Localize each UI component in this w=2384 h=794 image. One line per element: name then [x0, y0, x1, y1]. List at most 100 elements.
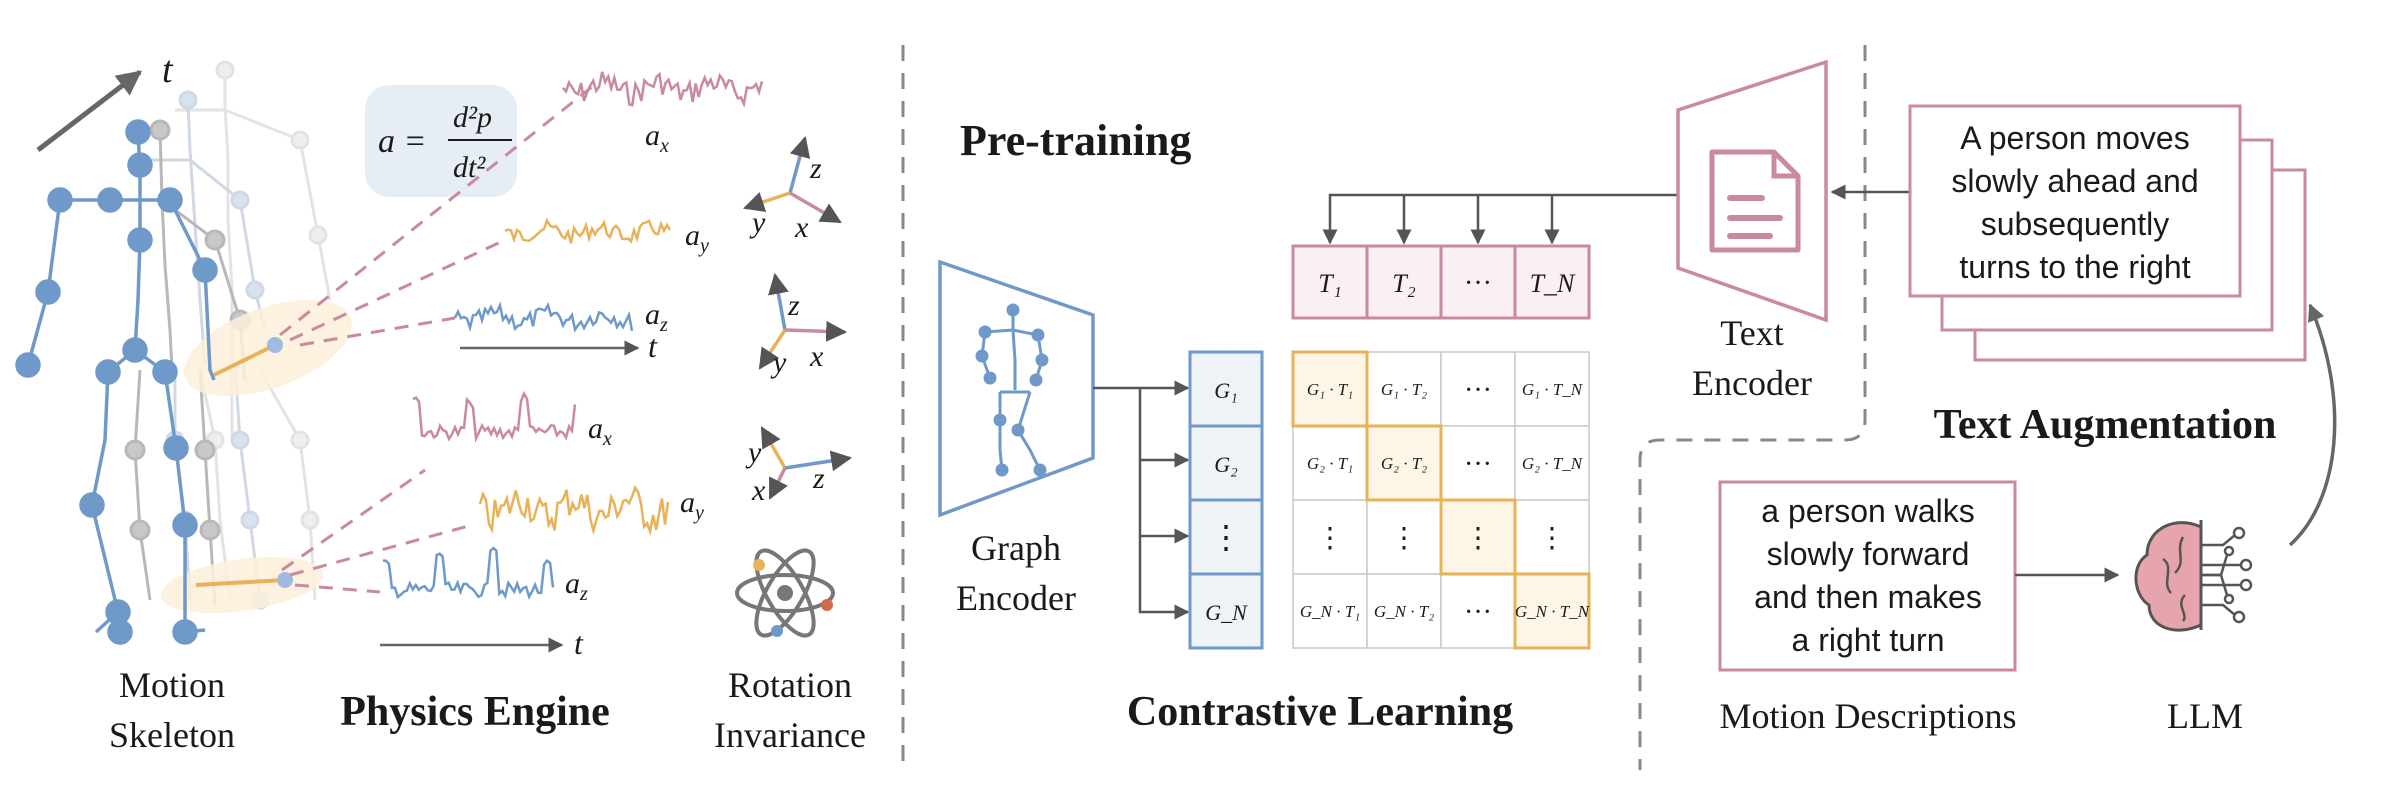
text-encoder-label-line2: Encoder — [1692, 363, 1812, 403]
description-line2: slowly forward — [1767, 536, 1970, 572]
graph-token-column: G₁ G₂ ⋮ G_N — [1188, 350, 1264, 650]
augmented-text-line2: slowly ahead and — [1951, 163, 2198, 199]
augmented-text-line1: A person moves — [1960, 120, 2189, 156]
document-icon — [1709, 149, 1801, 253]
llm-to-augmented-arrow — [2288, 303, 2337, 547]
graph-encoder-label-line1: Graph — [971, 528, 1061, 568]
augmented-text-line4: turns to the right — [1959, 249, 2190, 285]
svg-text:z: z — [787, 289, 800, 322]
matrix-cell-label: ⋮ — [1316, 523, 1344, 554]
text-augmentation-title: Text Augmentation — [1934, 402, 2277, 448]
pretraining-title: Pre-training — [960, 116, 1191, 165]
matrix-cell-label: G_N · T₂ — [1374, 602, 1434, 621]
matrix-cell-label: ··· — [1464, 449, 1492, 480]
graph-token-ellipsis: ⋮ — [1210, 519, 1242, 555]
matrix-cell-label: G₁ · T₁ — [1307, 380, 1353, 399]
matrix-cell-label: ⋮ — [1464, 523, 1492, 554]
matrix-cell — [1366, 573, 1442, 649]
llm-brain-icon — [2134, 520, 2253, 632]
lower-sensor-segment — [195, 578, 286, 587]
motion-skeleton-panel: t — [15, 49, 352, 755]
text-token-ellipsis: ··· — [1464, 268, 1492, 299]
motion-description-box — [1718, 480, 2017, 672]
lower-az-label: az — [565, 567, 588, 605]
signal-waveforms — [382, 71, 764, 600]
axis-frame-2: z y x — [758, 272, 848, 379]
matrix-cell — [1292, 499, 1368, 575]
text-token-2: T₂ — [1392, 269, 1416, 298]
upper-sensor-segment — [213, 343, 276, 377]
rotation-label-line1: Rotation — [728, 665, 852, 705]
svg-text:z: z — [809, 152, 822, 185]
upper-ax-label: ax — [645, 119, 669, 157]
matrix-cell-label: G₂ · T_N — [1522, 454, 1584, 473]
physics-engine-title: Physics Engine — [340, 689, 610, 735]
lower-ax-label: ax — [588, 412, 612, 450]
upper-projection-lines — [279, 80, 599, 347]
skeleton-label-line2: Skeleton — [109, 715, 235, 755]
matrix-cell-label: G₁ · T_N — [1522, 380, 1584, 399]
matrix-cell — [1440, 573, 1516, 649]
ghost-skeleton-far — [175, 60, 332, 601]
text-augmentation-panel: A person moves slowly ahead and subseque… — [1718, 104, 2337, 736]
matrix-diagonal-highlight — [1513, 572, 1591, 650]
graph-token-1: G₁ — [1214, 378, 1238, 403]
lower-time-label: t — [574, 625, 584, 661]
text-encoder-block — [1676, 59, 1828, 323]
rotation-label-line2: Invariance — [714, 715, 866, 755]
matrix-cell — [1514, 425, 1590, 501]
upper-az-wave — [453, 301, 634, 333]
formula-lhs: a = — [378, 123, 426, 160]
axis-frame-1: z y x — [743, 135, 842, 244]
lower-ay-label: ay — [680, 486, 704, 524]
text-token-1: T₁ — [1318, 269, 1342, 298]
matrix-cell-label: G₁ · T₂ — [1381, 380, 1427, 399]
svg-text:z: z — [812, 462, 825, 495]
svg-text:x: x — [751, 474, 766, 507]
upper-az-label: az — [645, 298, 668, 336]
upper-time-label: t — [648, 328, 658, 364]
matrix-diagonal-highlight — [1365, 424, 1443, 502]
description-line1: a person walks — [1761, 493, 1974, 529]
graph-encoder-label-line2: Encoder — [956, 578, 1076, 618]
svg-text:x: x — [794, 211, 809, 244]
time-arrow — [36, 70, 142, 152]
svg-text:y: y — [770, 346, 787, 379]
text-token-n: T_N — [1530, 269, 1576, 298]
graph-token-n: G_N — [1205, 600, 1248, 625]
lower-sensor-highlight — [160, 556, 324, 614]
matrix-cell-label: ··· — [1464, 375, 1492, 406]
upper-ay-wave — [504, 217, 672, 244]
formula-denominator: dt² — [453, 151, 486, 184]
lower-signal-labels: ax ay az — [565, 412, 704, 605]
matrix-cell — [1514, 573, 1590, 649]
upper-ax-wave — [562, 71, 764, 109]
matrix-cell-label: ⋮ — [1390, 523, 1418, 554]
pretraining-panel: Pre-training Graph Encoder — [938, 59, 1828, 735]
matrix-cell-label: ⋮ — [1538, 523, 1566, 554]
graph-to-token-arrows — [1093, 380, 1190, 620]
matrix-cell — [1292, 573, 1368, 649]
section-divider-2 — [1638, 45, 1867, 770]
matrix-cell — [1440, 351, 1516, 427]
matrix-cell-label: G_N · T₁ — [1300, 602, 1360, 621]
svg-text:x: x — [809, 340, 824, 373]
svg-text:y: y — [749, 206, 766, 239]
time-axis-label: t — [162, 49, 174, 91]
description-line3: and then makes — [1754, 579, 1982, 615]
matrix-cell — [1366, 499, 1442, 575]
mini-skeleton-icon — [975, 303, 1049, 477]
description-line4: a right turn — [1792, 622, 1945, 658]
contrastive-learning-title: Contrastive Learning — [1127, 689, 1513, 735]
lower-ax-wave — [412, 390, 577, 443]
matrix-cell — [1292, 425, 1368, 501]
upper-ay-label: ay — [685, 219, 709, 257]
atom-icon — [735, 548, 835, 638]
matrix-cell-label: G₂ · T₂ — [1381, 454, 1427, 473]
text-to-token-arrows — [1322, 193, 1680, 245]
graph-token-2: G₂ — [1214, 452, 1238, 477]
skeleton-label-line1: Motion — [119, 665, 225, 705]
upper-sensor-joint — [267, 337, 283, 353]
